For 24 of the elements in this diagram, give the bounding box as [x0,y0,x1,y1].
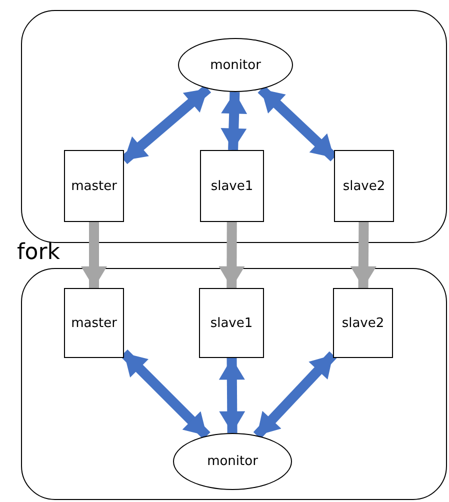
double-arrow [120,349,210,440]
double-arrow [218,222,245,288]
rounded-panel [21,10,447,243]
node-label: master [71,178,117,194]
process-box [333,288,393,358]
rounded-panel [21,268,447,500]
node-label: slave1 [210,316,253,330]
double-arrow [81,222,107,288]
process-box [64,288,124,358]
node-label: slave2 [342,178,386,194]
process-box [199,288,264,358]
node-label: monitor [207,454,258,469]
node-label: master [71,316,117,330]
node-label: slave1 [210,178,254,194]
process-box [334,150,394,222]
node-label: slave2 [342,316,384,330]
process-box [64,150,124,222]
double-arrow [220,92,248,150]
process-box [200,150,264,222]
double-arrow [218,358,246,434]
double-arrow [253,351,337,439]
fork-label: fork [17,240,60,265]
double-arrow [350,222,376,288]
node-label: monitor [210,58,261,72]
